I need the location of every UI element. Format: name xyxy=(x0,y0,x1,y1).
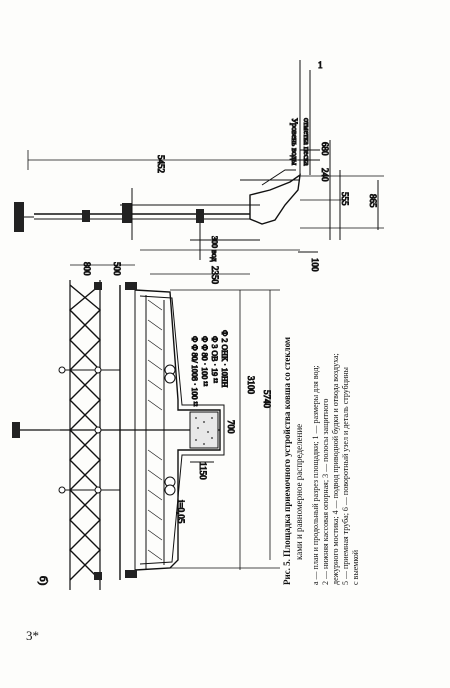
note-4: Ф Ф 80/ 1008 · 100 ¹² xyxy=(190,336,199,407)
dim-680: 680 xyxy=(320,142,330,156)
caption-legend-5: с выемкой xyxy=(351,549,360,585)
caption-legend-1: а — план и продольный разрез площадки; 1… xyxy=(311,365,320,585)
dim-slope: i=0,05 xyxy=(176,500,186,524)
dim-1150: 1150 xyxy=(198,462,208,480)
label-1: 1 xyxy=(318,60,323,70)
label-water-level: Уровень воды xyxy=(290,118,299,166)
caption-title-2: ками и равномерное распределение xyxy=(294,424,304,560)
caption-legend-4: 5 — приемная труба; 6 — поворотный узел … xyxy=(341,366,350,585)
dim-865: 865 xyxy=(368,194,378,208)
label-sand-mark: отметка песка xyxy=(302,118,311,166)
note-1: Ф 2 ОНК · 10НН xyxy=(220,330,229,388)
dim-3100: 3100 xyxy=(246,376,256,395)
dim-800: 800 xyxy=(82,262,92,276)
hatch-bank xyxy=(147,299,163,561)
dim-300: 300 вод xyxy=(210,236,219,262)
dim-700: 700 xyxy=(226,420,236,434)
page-number: 3* xyxy=(26,628,39,643)
top-view: 5452 Уровень воды отметка песка 1 680 xyxy=(14,60,384,285)
dim-500: 500 xyxy=(112,262,122,276)
dim-240: 240 xyxy=(320,168,330,182)
caption: Рис. 5. Площадка приемочного устройства … xyxy=(282,337,360,585)
note-3: Ф Ф 80 · 100 ¹² xyxy=(200,336,209,387)
dim-2350: 2350 xyxy=(210,266,220,285)
caption-legend-3: дежурного мостика; 4 — подвод приводной … xyxy=(331,353,340,585)
sand-box xyxy=(189,411,219,449)
caption-title-1: Рис. 5. Площадка приемочного устройства … xyxy=(282,337,292,585)
main-view: 800 500 xyxy=(12,262,280,590)
dim-100: 100 xyxy=(310,258,320,272)
dim-5740: 5740 xyxy=(262,390,272,409)
dim-5452: 5452 xyxy=(156,155,166,173)
panel-label: б) xyxy=(37,576,49,586)
caption-legend-2: 2 — нижняя кассовая опорная; 3 — полосы … xyxy=(321,399,330,585)
dim-555: 555 xyxy=(340,192,350,206)
note-2: Ф 3 ОВ · 19 ¹² xyxy=(210,336,219,383)
